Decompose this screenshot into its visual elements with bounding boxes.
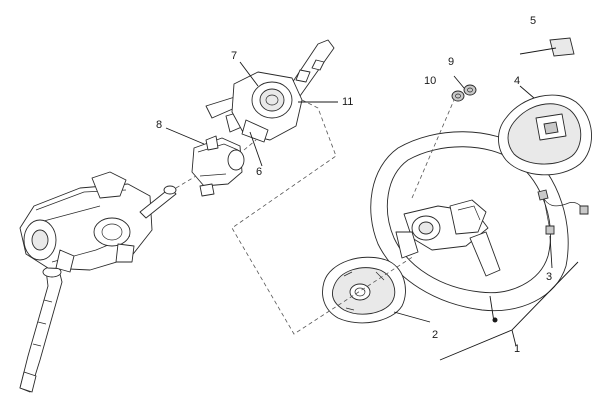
callout-1: 1 [514,343,521,355]
warning-label [549,37,575,57]
callout-7: 7 [231,50,238,62]
combination-switch [205,39,335,143]
steering-wheel-rear-cover [322,256,406,324]
airbag-module [498,94,592,176]
wiring-harness [537,189,589,235]
nut-and-washer [451,84,477,102]
assembly-dashed-lines [175,99,455,335]
callout-4: 4 [514,75,521,87]
callout-2: 2 [432,329,439,341]
callout-5: 5 [530,15,537,27]
steering-column-assembly [19,171,177,393]
ignition-switch [191,135,245,197]
callout-10: 10 [424,75,437,87]
callout-11: 11 [342,96,354,108]
leader-lines [165,47,579,361]
callout-6: 6 [256,166,263,178]
steering-wheel [370,131,569,312]
callout-8: 8 [156,119,163,131]
callout-3: 3 [546,271,553,283]
callout-1-dot [492,317,498,323]
callout-9: 9 [448,56,455,68]
